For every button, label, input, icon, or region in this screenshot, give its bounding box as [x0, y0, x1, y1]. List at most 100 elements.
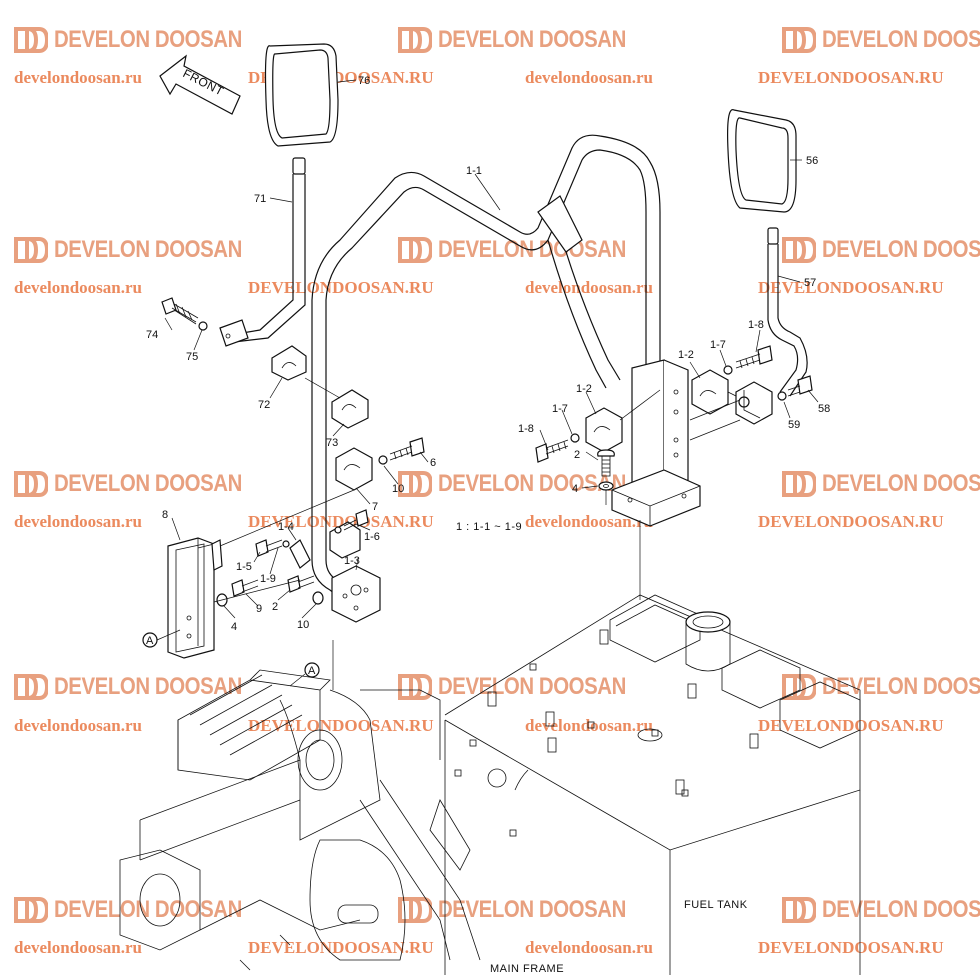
callout-10: 10 [297, 619, 309, 631]
watermark-url: develondoosan.ru [14, 716, 142, 735]
mid-clamp-assembly [219, 437, 425, 547]
callout-1-5: 1-5 [236, 561, 252, 573]
watermark-logo: DEVELON DOOSAN [398, 26, 659, 54]
watermark-logo: DEVELON DOOSAN [14, 673, 275, 701]
watermark-url: DEVELONDOOSAN.RU [758, 512, 944, 531]
step-assembly [167, 509, 369, 659]
handrail-assembly [289, 134, 701, 690]
brand-mark-icon [782, 897, 816, 923]
callout-72: 72 [258, 399, 270, 411]
callout-10: 10 [392, 483, 404, 495]
detail-marker-label: A [308, 665, 316, 677]
brand-mark-icon [398, 471, 432, 497]
callout-76: 76 [358, 75, 370, 87]
watermark-brand: DEVELON DOOSAN [822, 236, 980, 263]
watermark-brand: DEVELON DOOSAN [822, 470, 980, 497]
watermark-url: develondoosan.ru [525, 716, 653, 735]
watermark-logo: DEVELON DOOSAN [14, 470, 275, 498]
callout-1-2: 1-2 [678, 349, 694, 361]
watermark-logo: DEVELON DOOSAN [782, 896, 980, 924]
watermark-logo: DEVELON DOOSAN [398, 673, 659, 701]
detail-marker-circle [304, 662, 320, 678]
callout-4: 4 [572, 483, 578, 495]
detail-marker-group: A A [142, 629, 320, 687]
leader-lines [164, 79, 819, 619]
watermark-logo: DEVELON DOOSAN [782, 673, 980, 701]
callout-4: 4 [231, 621, 237, 633]
callout-1-6: 1-6 [364, 531, 380, 543]
watermark-logo: DEVELON DOOSAN [398, 896, 659, 924]
callout-1-7: 1-7 [552, 403, 568, 415]
watermark-brand: DEVELON DOOSAN [822, 26, 980, 53]
watermark-url: develondoosan.ru [14, 938, 142, 957]
watermark-url: develondoosan.ru [525, 512, 653, 531]
fuel-tank [444, 594, 861, 975]
watermark-url: develondoosan.ru [14, 512, 142, 531]
callout-57: 57 [804, 277, 816, 289]
fuel-tank-label: FUEL TANK [684, 899, 748, 911]
brand-mark-icon [14, 237, 48, 263]
watermark-brand: DEVELON DOOSAN [822, 896, 980, 923]
callout-8: 8 [162, 509, 168, 521]
brand-mark-icon [14, 674, 48, 700]
callout-75: 75 [186, 351, 198, 363]
callout-1-2: 1-2 [576, 383, 592, 395]
watermark-logo: DEVELON DOOSAN [782, 236, 980, 264]
callouts: 76 71 74 75 72 73 6 10 7 8 4 9 2 10 1-5 … [146, 75, 830, 633]
watermark-url: develondoosan.ru [14, 278, 142, 297]
brand-mark-icon [398, 27, 432, 53]
callout-1-3: 1-3 [344, 555, 360, 567]
callout-59: 59 [788, 419, 800, 431]
watermark-logo: DEVELON DOOSAN [14, 26, 275, 54]
left-mirror-assembly [161, 43, 369, 429]
callout-1-7: 1-7 [710, 339, 726, 351]
watermark-url: develondoosan.ru [525, 278, 653, 297]
watermark-url: DEVELONDOOSAN.RU [758, 278, 944, 297]
brand-mark-icon [398, 237, 432, 263]
watermark-brand: DEVELON DOOSAN [438, 470, 626, 497]
right-mirror-assembly [689, 109, 813, 441]
brand-mark-icon [782, 237, 816, 263]
front-direction-arrow [159, 54, 241, 115]
watermark-brand: DEVELON DOOSAN [438, 673, 626, 700]
callout-58: 58 [818, 403, 830, 415]
main-frame-label: MAIN FRAME [490, 963, 564, 975]
callout-56: 56 [806, 155, 818, 167]
callout-2: 2 [272, 601, 278, 613]
watermark-brand: DEVELON DOOSAN [822, 673, 980, 700]
watermark-brand: DEVELON DOOSAN [438, 896, 626, 923]
brand-mark-icon [14, 897, 48, 923]
callout-6: 6 [430, 457, 436, 469]
clamp-assembly [535, 389, 661, 600]
watermark-url: DEVELONDOOSAN.RU [248, 512, 434, 531]
watermark-logo: DEVELON DOOSAN [782, 470, 980, 498]
watermark-logo: DEVELON DOOSAN [14, 236, 275, 264]
watermark-url: develondoosan.ru [525, 68, 653, 87]
callout-74: 74 [146, 329, 158, 341]
brand-mark-icon [14, 471, 48, 497]
watermark-url: DEVELONDOOSAN.RU [758, 68, 944, 87]
callout-73: 73 [326, 437, 338, 449]
watermark-brand: DEVELON DOOSAN [54, 896, 242, 923]
watermark-brand: DEVELON DOOSAN [54, 673, 242, 700]
watermark-logo: DEVELON DOOSAN [14, 896, 275, 924]
detail-marker-label: A [146, 635, 154, 647]
callout-1-1: 1-1 [466, 165, 482, 177]
callout-1-9: 1-9 [260, 573, 276, 585]
callout-7: 7 [372, 501, 378, 513]
callout-71: 71 [254, 193, 266, 205]
watermark-brand: DEVELON DOOSAN [54, 26, 242, 53]
watermark-url: DEVELONDOOSAN.RU [758, 938, 944, 957]
watermark-url: develondoosan.ru [525, 938, 653, 957]
watermark-brand: DEVELON DOOSAN [54, 236, 242, 263]
watermark-url: DEVELONDOOSAN.RU [248, 278, 434, 297]
brand-mark-icon [782, 471, 816, 497]
callout-2: 2 [574, 449, 580, 461]
callout-9: 9 [256, 603, 262, 615]
watermark-logo: DEVELON DOOSAN [398, 470, 659, 498]
range-note: 1 : 1-1 ~ 1-9 [456, 521, 522, 533]
watermark-url: DEVELONDOOSAN.RU [758, 716, 944, 735]
watermark-url: develondoosan.ru [14, 68, 142, 87]
